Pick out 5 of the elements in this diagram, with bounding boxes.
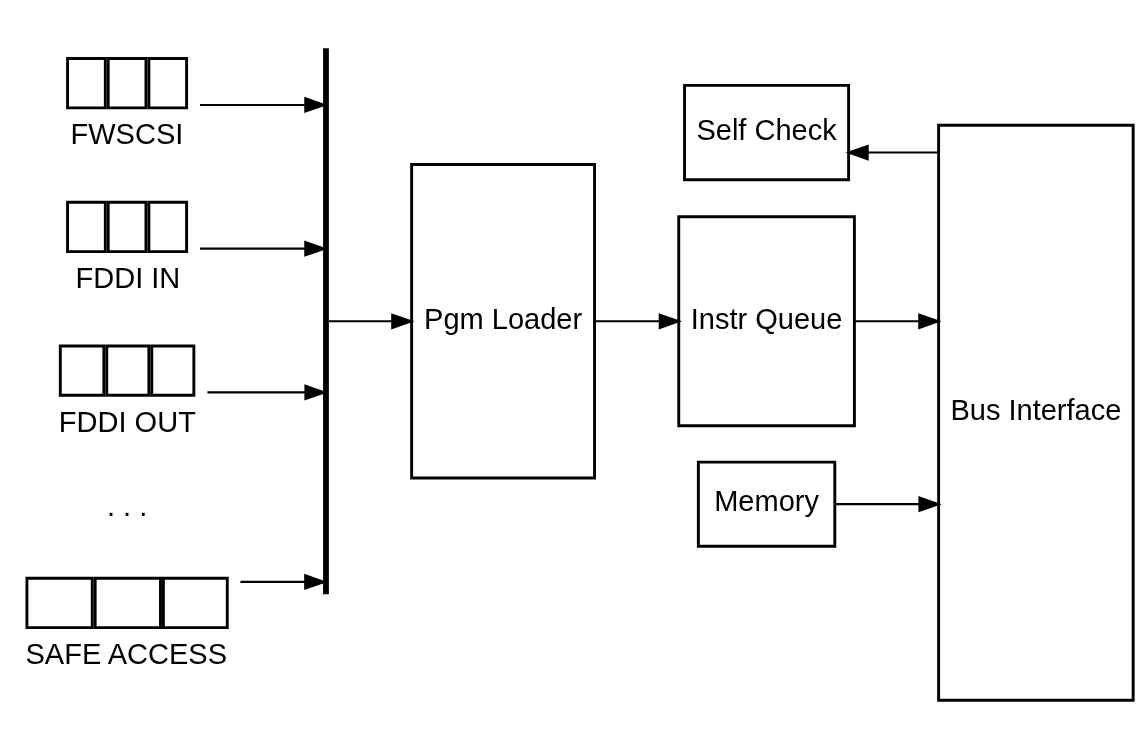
node-label: SAFE ACCESS	[25, 637, 228, 670]
node-label: FWSCSI	[70, 118, 184, 151]
node-label: FDDI IN	[75, 261, 181, 294]
node-label: FDDI OUT	[58, 405, 196, 438]
label: . . .	[106, 489, 148, 522]
